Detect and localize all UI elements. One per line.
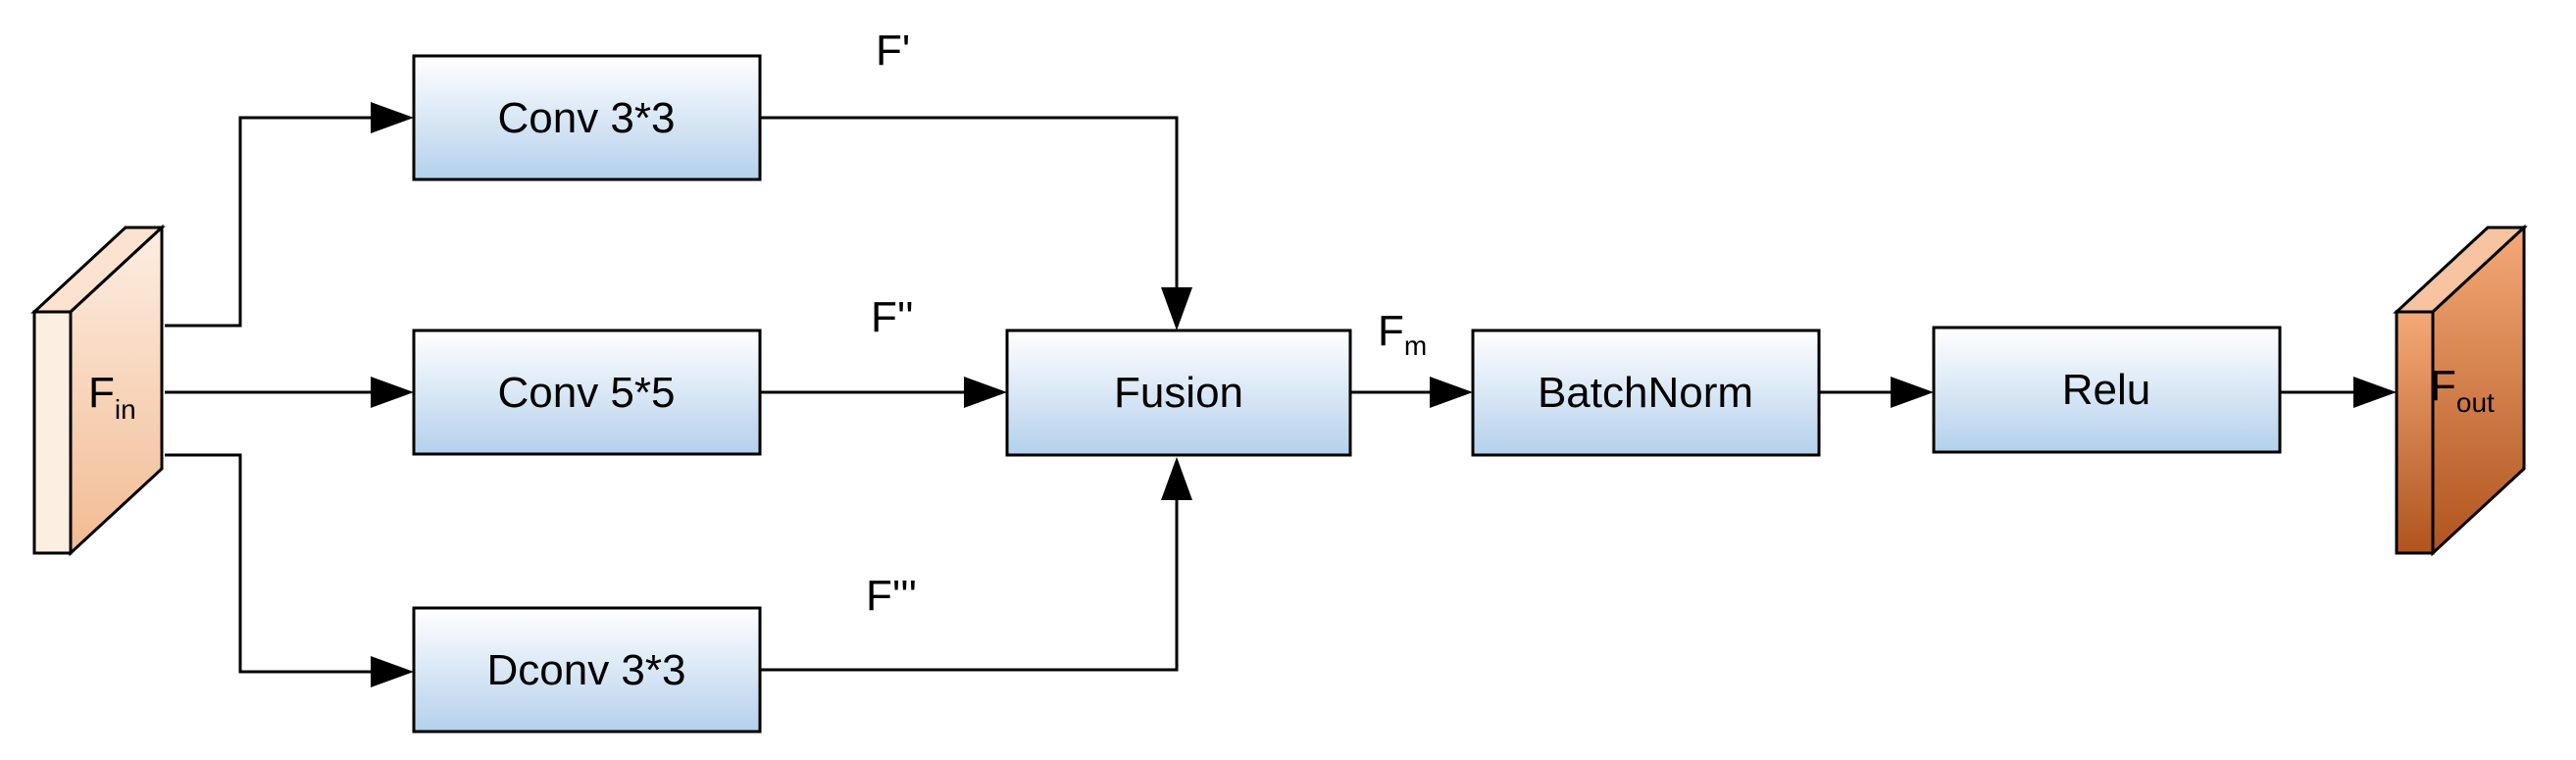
output-feature-label: Fout xyxy=(2430,362,2495,418)
conv5-box: Conv 5*5 xyxy=(412,329,762,456)
relu-label: Relu xyxy=(2062,366,2151,414)
arrowhead-fusion-top xyxy=(1161,287,1192,330)
output-block-front-face xyxy=(2395,310,2435,555)
arrowhead-output xyxy=(2353,377,2397,408)
dconv3-box: Dconv 3*3 xyxy=(412,606,762,734)
edge-dconv3-to-fusion xyxy=(760,498,1179,672)
edge-input-to-conv3 xyxy=(165,116,373,328)
edge-conv3-to-fusion xyxy=(760,116,1179,289)
conv3-label: Conv 3*3 xyxy=(497,94,675,142)
input-feature-block: Fin xyxy=(30,224,166,557)
arrowhead-conv3 xyxy=(371,102,414,133)
batchnorm-label: BatchNorm xyxy=(1538,369,1753,417)
edge-label-f-prime: F' xyxy=(876,26,910,75)
dconv3-label: Dconv 3*3 xyxy=(486,646,685,694)
arrowhead-conv5 xyxy=(371,377,414,408)
arrowhead-fusion-left xyxy=(964,377,1007,408)
input-feature-label: Fin xyxy=(88,369,136,425)
edge-label-f-m: Fm xyxy=(1378,307,1427,361)
arrowhead-fusion-bottom xyxy=(1161,457,1192,500)
batchnorm-box: BatchNorm xyxy=(1471,329,1821,457)
fusion-box: Fusion xyxy=(1005,329,1352,457)
edge-label-f-double-prime: F'' xyxy=(871,293,914,341)
edge-label-f-triple-prime: F''' xyxy=(866,572,917,620)
output-feature-block: Fout xyxy=(2393,224,2528,557)
arrowhead-dconv3 xyxy=(371,656,414,687)
edges xyxy=(165,102,2397,687)
arrowhead-relu xyxy=(1891,377,1934,408)
arrowhead-batchnorm xyxy=(1430,377,1473,408)
fusion-label: Fusion xyxy=(1114,369,1243,417)
conv5-label: Conv 5*5 xyxy=(497,369,675,417)
conv3-box: Conv 3*3 xyxy=(412,54,762,181)
relu-box: Relu xyxy=(1932,326,2282,454)
input-block-front-face xyxy=(32,310,73,555)
edge-input-to-dconv3 xyxy=(165,453,373,674)
